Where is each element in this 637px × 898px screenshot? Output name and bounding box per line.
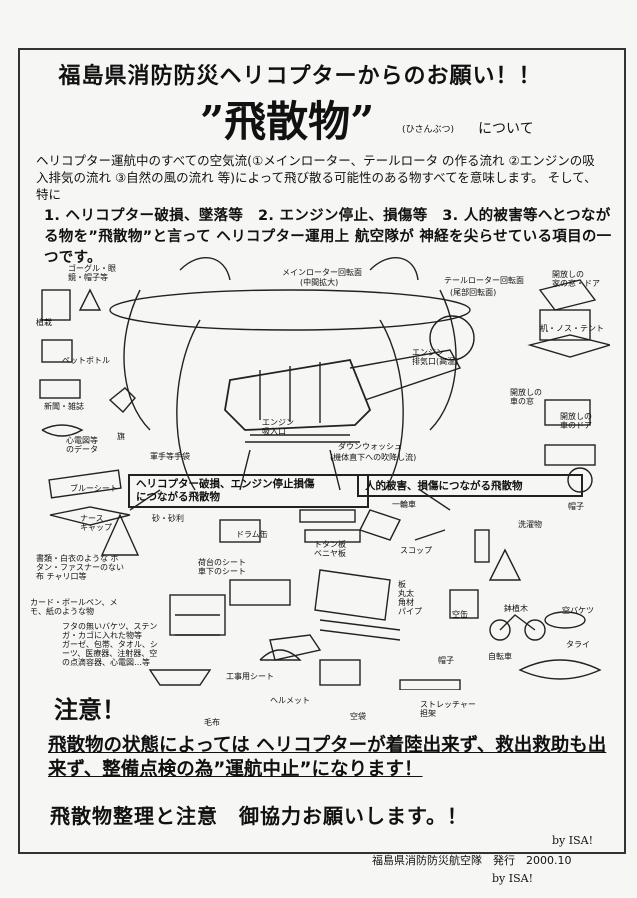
- label-empty-can: 空バケツ: [562, 606, 594, 615]
- label-goggles: ゴーグル・眼 鏡・帽子等: [68, 264, 116, 282]
- label-helmet: ヘルメット: [270, 696, 310, 705]
- label-pens: カード・ボールペン、メモ、紙のような物: [30, 598, 118, 616]
- signature-1: by ISA!: [552, 834, 593, 847]
- label-blue-sheet: ブルーシート: [70, 484, 118, 493]
- caution-title: 注意！: [54, 696, 126, 724]
- caution-warning: 飛散物の状態によっては ヘリコプターが着陸出来ず、救出救助も出来ず、整備点検の為…: [48, 734, 608, 782]
- label-blanket: 毛布: [204, 718, 220, 727]
- label-tent: 机・ノス・テント: [540, 324, 604, 333]
- label-laundry: 洗濯物: [518, 520, 542, 529]
- main-rotor-disc: [109, 289, 471, 331]
- label-tin: トタン板 ベニヤ板: [314, 540, 346, 558]
- label-main-rotor: メインローター回転面: [282, 268, 362, 277]
- intro-paragraph: ヘリコプター運航中のすべての空気流(①メインローター、テールロータ の作る流れ …: [36, 153, 597, 202]
- label-drum: ドラム缶: [236, 530, 268, 539]
- label-construction-sheet: 工事用シート: [226, 672, 274, 681]
- label-sand: 砂・砂利: [152, 514, 184, 523]
- label-bag: 空袋: [350, 712, 366, 721]
- label-engine-exhaust: エンジン 排気口(高温): [412, 348, 459, 366]
- label-downwash-sub: (機体直下への吹降し流): [330, 453, 417, 462]
- caution-warning-text: 飛散物の状態によっては ヘリコプターが着陸出来ず、救出救助も出来ず、整備点検の為…: [48, 735, 607, 780]
- label-gloves: 軍手等手袋: [150, 452, 190, 461]
- label-tub: タライ: [566, 640, 590, 649]
- label-paper-items: 書類・白衣のような ボタン・ファスナーのない布 チャリ口等: [36, 554, 124, 581]
- label-stretcher: ストレッチャー 担架: [420, 700, 476, 718]
- label-shovel: スコップ: [400, 546, 432, 555]
- label-engine-intake: エンジン 吸入口: [262, 418, 294, 436]
- box-human-damage: 人的被害、損傷につながる飛散物: [357, 474, 583, 497]
- label-bicycle: 自転車: [488, 652, 512, 661]
- label-basket: フタの無いバケツ、ステンガ・カゴに入れた物等 ガーゼ、包帯、タオル、シーツ、医療…: [62, 622, 158, 667]
- label-downwash: ダウンウォッシュ: [338, 442, 402, 451]
- label-open-window: 開放しの 家の窓・ドア: [552, 270, 600, 288]
- label-vinyl: 荷台のシート 車下のシート: [198, 558, 246, 576]
- label-wheelbarrow: 一輪車: [392, 500, 416, 509]
- label-hats: 帽子: [568, 502, 584, 511]
- topic-title: ”飛散物”: [200, 97, 375, 146]
- issuer-footer: 福島県消防防災航空隊 発行 2000.10: [372, 854, 572, 867]
- box-helicopter-damage: ヘリコプター破損、エンジン停止損傷 につながる飛散物: [128, 474, 369, 508]
- closing-request: 飛散物整理と注意 御協力お願いします。！: [50, 804, 468, 828]
- label-nurse-cap: ナース キャップ: [80, 514, 112, 532]
- flyer-border: [18, 48, 626, 854]
- label-cap: 帽子: [438, 656, 454, 665]
- signature-2: by ISA!: [492, 872, 533, 885]
- label-pipes: 板 丸太 角材 パイプ: [398, 580, 422, 616]
- topic-reading: (ひさんぶつ): [402, 125, 455, 135]
- label-tail-rotor: テールローター回転面: [444, 276, 524, 285]
- label-car-door: 開放しの 車のドア: [560, 412, 592, 430]
- label-bucket: 空缶: [452, 610, 468, 619]
- label-bottle: ペットボトル: [62, 356, 110, 365]
- topic-suffix: について: [478, 121, 534, 137]
- tail-rotor: [429, 315, 475, 361]
- label-car-window: 開放しの 車の窓: [510, 388, 542, 406]
- label-flag: 旗: [117, 432, 125, 441]
- flyer-headline: 福島県消防防災ヘリコプターからのお願い！！: [58, 64, 542, 89]
- label-main-rotor-sub: (中間拡大): [300, 278, 339, 287]
- label-newspaper: 新聞・雑誌: [44, 402, 84, 411]
- label-plants: 植栽: [36, 318, 52, 327]
- label-plant-pot: 鉢植木: [504, 604, 528, 613]
- intro-points: 1. ヘリコプター破損、墜落等 2. エンジン停止、損傷等 3. 人的被害等へと…: [44, 208, 612, 266]
- label-ecg-data: 心電図等 のデータ: [66, 436, 98, 454]
- label-tail-rotor-sub: (尾部回転面): [450, 288, 497, 297]
